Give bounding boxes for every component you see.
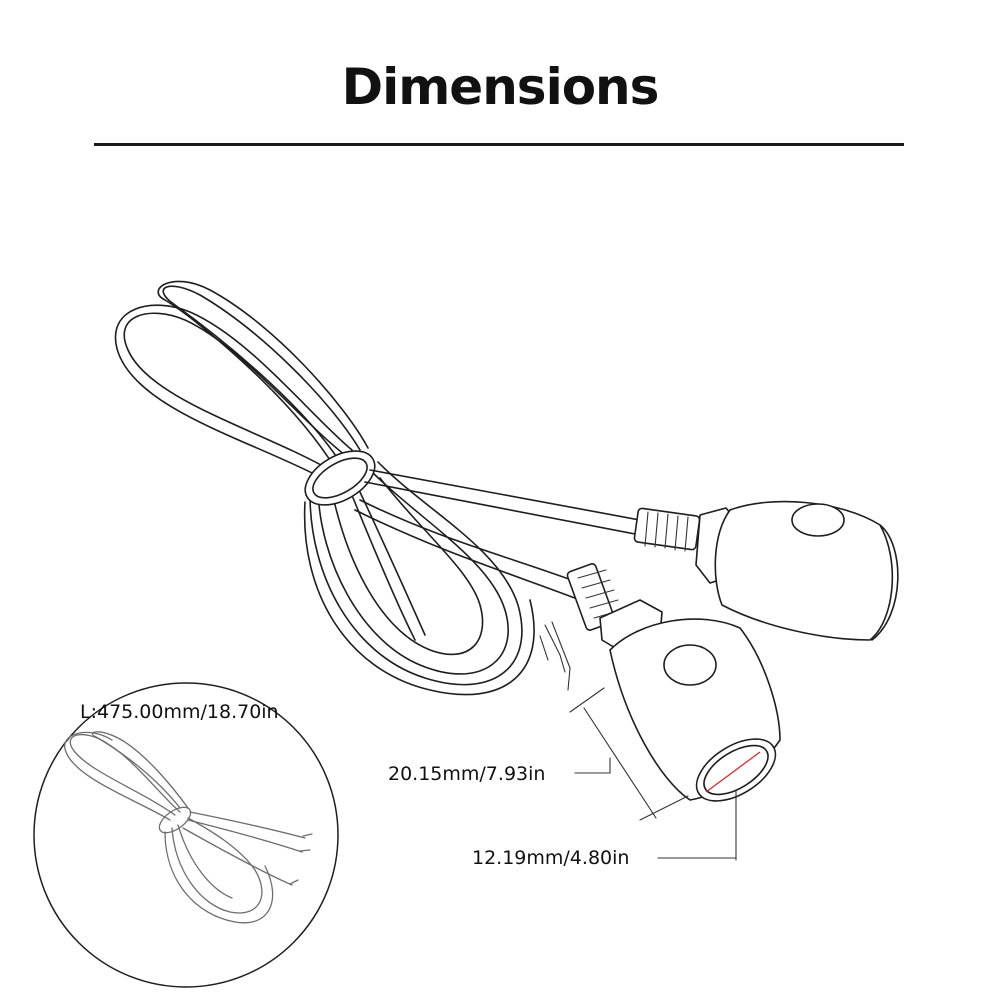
rear-light-unit — [633, 500, 899, 641]
coiled-cable — [114, 280, 641, 696]
dimension-lines — [569, 687, 737, 861]
cable-length-inset: L:475.00mm/18.70in — [33, 682, 339, 988]
cable-length-label: L:475.00mm/18.70in — [80, 701, 279, 723]
lens-diameter-marker — [705, 751, 761, 793]
title-underline — [94, 143, 904, 146]
lens-diameter-label: 12.19mm/4.80in — [472, 847, 629, 869]
inset-circle — [33, 682, 339, 988]
inset-cable — [64, 731, 313, 924]
front-light-unit — [566, 563, 781, 802]
body-length-label: 20.15mm/7.93in — [388, 763, 545, 785]
page-title: Dimensions — [341, 58, 660, 116]
